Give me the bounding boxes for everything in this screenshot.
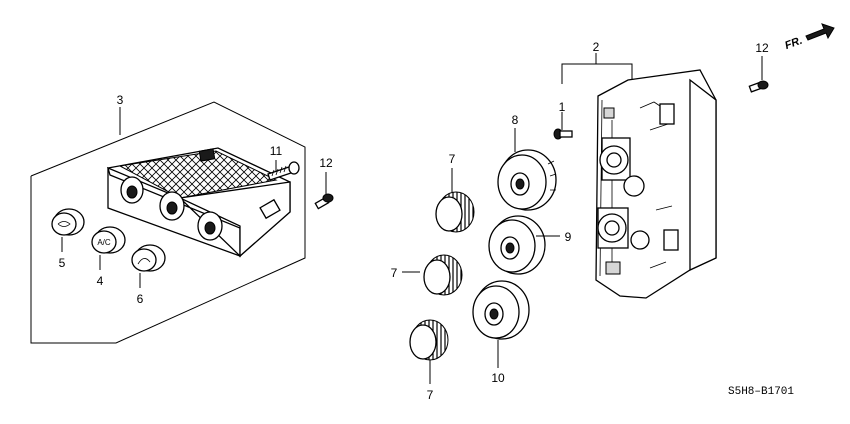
dial-10	[472, 280, 530, 340]
assembly-outline	[30, 101, 306, 344]
fr-label: FR.	[783, 35, 804, 52]
callout-12-right: 12	[755, 41, 769, 55]
knob-7a	[435, 191, 475, 233]
callout-3: 3	[117, 93, 124, 107]
ac-button-label: A/C	[97, 238, 111, 247]
socket-right	[197, 211, 223, 241]
button-6	[131, 244, 166, 272]
callout-12-left: 12	[319, 156, 333, 170]
screw-11	[267, 161, 300, 181]
knob-7c	[409, 319, 449, 361]
socket-middle	[159, 191, 185, 221]
knob-7b	[423, 254, 463, 296]
heater-control-unit	[595, 69, 717, 299]
callout-4: 4	[97, 274, 104, 288]
callout-10: 10	[491, 371, 505, 385]
button-4-ac: A/C	[91, 226, 126, 254]
callout-2: 2	[593, 40, 600, 54]
screw-12-right	[748, 80, 769, 93]
button-5	[51, 208, 85, 236]
callout-6: 6	[137, 292, 144, 306]
callout-8: 8	[512, 113, 519, 127]
callout-7b: 7	[391, 266, 398, 280]
diagram-code: S5H8–B1701	[728, 386, 794, 398]
callout-7a: 7	[449, 152, 456, 166]
callout-11: 11	[270, 144, 283, 158]
callout-7c: 7	[427, 388, 434, 402]
dial-8	[497, 149, 557, 211]
socket-left	[120, 176, 144, 204]
callouts: 1 2 3 4 5 6 7 7 7 8 9 10 11 12 12	[59, 40, 769, 402]
callout-5: 5	[59, 256, 66, 270]
control-panel	[107, 147, 291, 258]
control-panel-assembly-group: A/C	[30, 101, 334, 344]
screw-1	[553, 128, 573, 140]
forward-direction-indicator: FR.	[783, 23, 835, 52]
heater-control-unit-group	[402, 53, 769, 384]
callout-1: 1	[559, 100, 566, 114]
screw-12-left	[314, 193, 334, 210]
forward-arrow-icon	[805, 23, 835, 41]
dial-9	[488, 215, 546, 275]
callout-9: 9	[565, 230, 572, 244]
